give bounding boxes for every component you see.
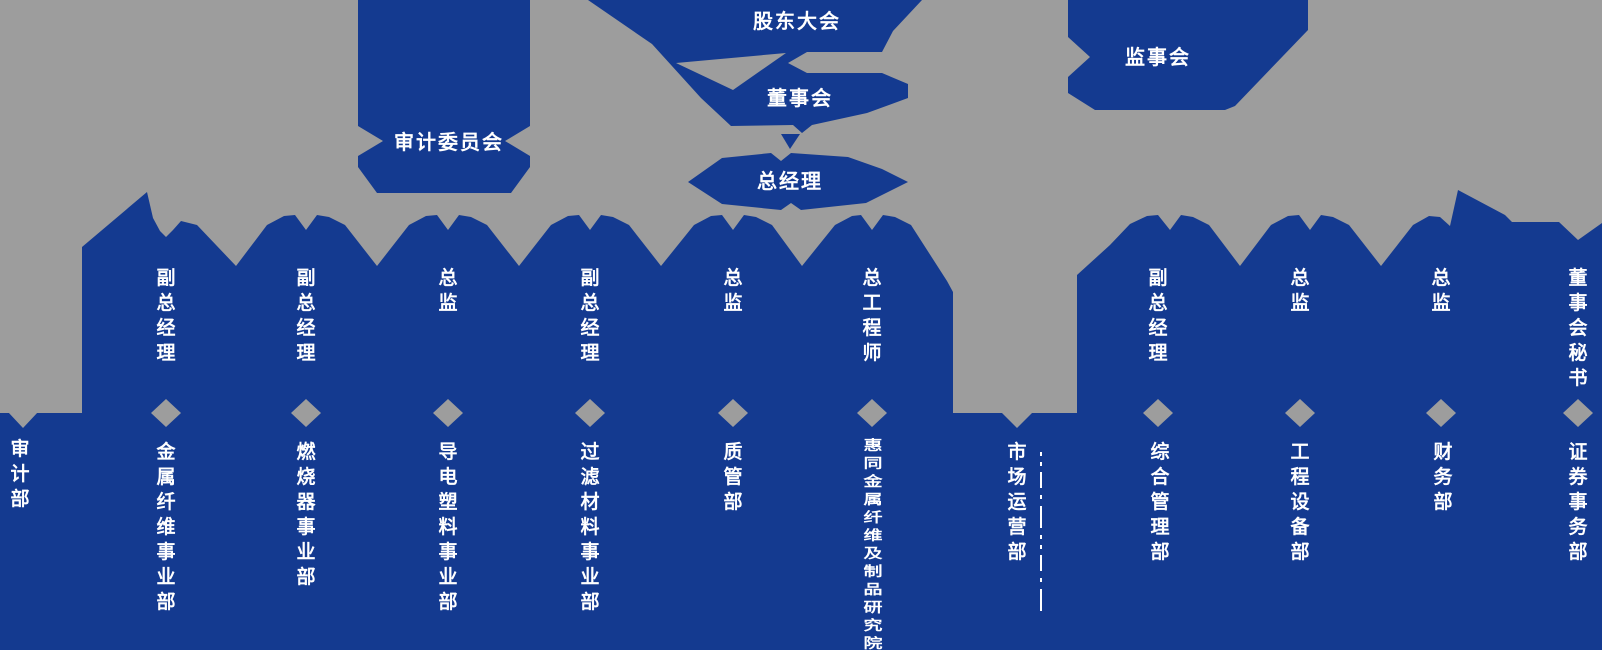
diamond-icon bbox=[1143, 399, 1173, 427]
department-label: 财 务 部 bbox=[1433, 442, 1453, 513]
position-label: 副 总 经 理 bbox=[1148, 268, 1168, 364]
right-positions-shape bbox=[1077, 190, 1602, 413]
node-general-manager: 总经理 bbox=[757, 171, 823, 193]
diamond-icon bbox=[291, 399, 321, 427]
department-label: 证 券 事 务 部 bbox=[1568, 442, 1588, 563]
diamond-icon bbox=[433, 399, 463, 427]
down-arrow-icon bbox=[1001, 412, 1033, 428]
department-label: 过 滤 材 料 事 业 部 bbox=[580, 442, 600, 613]
diamond-icon bbox=[1285, 399, 1315, 427]
department-label: 工 程 设 备 部 bbox=[1290, 442, 1310, 563]
down-arrow-icon bbox=[8, 412, 38, 428]
general-manager-shape bbox=[688, 153, 908, 210]
diamond-icon bbox=[857, 399, 887, 427]
position-label: 总 工 程 师 bbox=[862, 268, 882, 364]
position-label: 总 监 bbox=[723, 268, 743, 314]
position-label: 董 事 会 秘 书 bbox=[1568, 268, 1588, 389]
diamond-icon bbox=[718, 399, 748, 427]
board-gm-notch bbox=[781, 134, 800, 149]
diamond-connectors bbox=[151, 399, 1593, 427]
gray-wedge-cut bbox=[676, 53, 786, 90]
diamond-icon bbox=[1563, 399, 1593, 427]
department-label: 燃 烧 器 事 业 部 bbox=[296, 442, 316, 588]
department-label: 金 属 纤 维 事 业 部 bbox=[156, 442, 176, 613]
position-label: 副 总 经 理 bbox=[580, 268, 600, 364]
audit-committee-shape bbox=[358, 0, 530, 193]
department-label: 市 场 运 营 部 bbox=[1007, 442, 1027, 563]
node-supervisory-board: 监事会 bbox=[1125, 47, 1191, 69]
department-label: 惠 同 金 属 纤 维 及 制 品 研 究 院 bbox=[863, 438, 883, 650]
department-label: 质 管 部 bbox=[723, 442, 743, 513]
node-shareholders-meeting: 股东大会 bbox=[753, 11, 841, 33]
position-label: 总 监 bbox=[1431, 268, 1451, 314]
diamond-icon bbox=[151, 399, 181, 427]
supervisory-board-shape bbox=[1068, 0, 1308, 110]
department-label: 导 电 塑 料 事 业 部 bbox=[438, 442, 458, 613]
department-label: 综 合 管 理 部 bbox=[1150, 442, 1170, 563]
position-label: 副 总 经 理 bbox=[296, 268, 316, 364]
node-audit-committee: 审计委员会 bbox=[394, 132, 504, 154]
left-positions-shape bbox=[82, 192, 953, 413]
department-label: 审 计 部 bbox=[10, 439, 30, 510]
diamond-icon bbox=[575, 399, 605, 427]
position-label: 总 监 bbox=[1290, 268, 1310, 314]
department-band-shape bbox=[0, 413, 1602, 650]
position-label: 总 监 bbox=[438, 268, 458, 314]
position-label: 副 总 经 理 bbox=[156, 268, 176, 364]
diamond-icon bbox=[1426, 399, 1456, 427]
node-board-of-directors: 董事会 bbox=[767, 88, 833, 110]
